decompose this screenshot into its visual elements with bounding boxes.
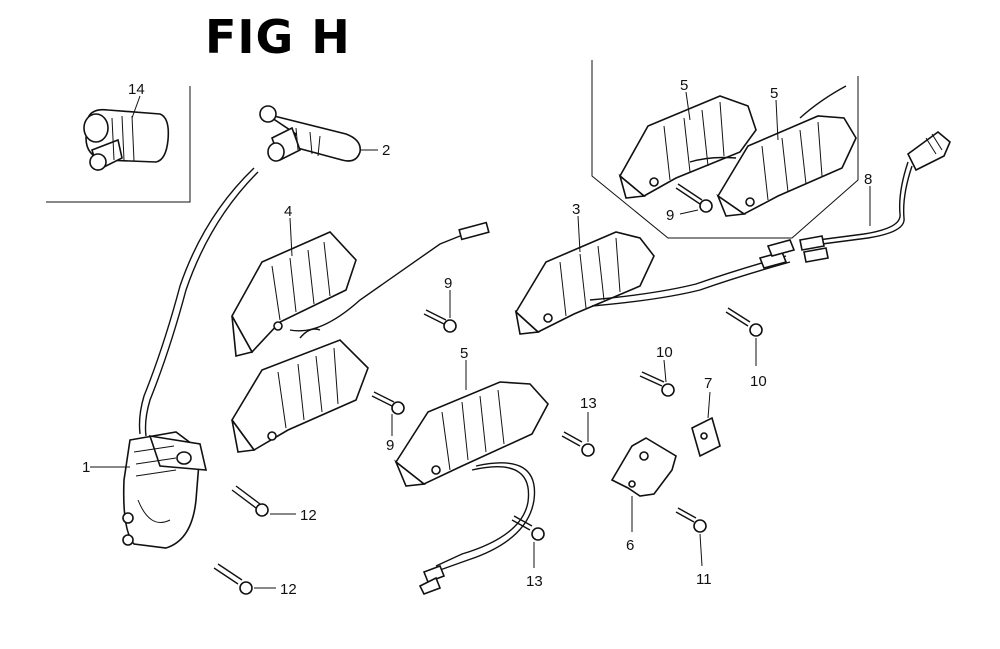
callout-11: 11 (696, 571, 712, 588)
callout-5b: 5 (680, 77, 688, 94)
callout-8: 8 (864, 171, 872, 188)
bolt-10a: 10 (725, 307, 767, 390)
callout-4: 4 (284, 203, 292, 220)
callout-9c: 9 (666, 207, 674, 224)
callout-12a: 12 (300, 507, 317, 524)
callout-2: 2 (382, 142, 390, 159)
callout-13a: 13 (580, 395, 597, 412)
charge-coil-4: 4 (231, 203, 490, 358)
callout-9a: 9 (444, 275, 452, 292)
inset-coil-5b: 5 (618, 77, 757, 199)
callout-3: 3 (572, 201, 580, 218)
callout-9b: 9 (386, 437, 394, 454)
callout-10b: 10 (656, 344, 673, 361)
callout-14: 14 (128, 81, 145, 98)
bolt-9c: 9 (666, 183, 713, 224)
figure-title: FIG H (205, 10, 351, 64)
bolt-13a: 13 (561, 395, 597, 457)
charge-coil-left-lower (231, 328, 369, 453)
callout-13b: 13 (526, 573, 543, 590)
plug-cap-2: 2 (259, 105, 390, 162)
bolt-10b: 10 (639, 344, 675, 397)
coil-3: 3 (514, 201, 796, 335)
callout-6: 6 (626, 537, 634, 554)
bolt-12a: 12 (231, 485, 317, 524)
bolt-13b: 13 (511, 515, 545, 590)
bolt-9b: 9 (371, 391, 405, 454)
callout-7: 7 (704, 375, 712, 392)
exciter-coil-5: 5 (394, 345, 549, 596)
ignition-coil-1: 1 (82, 167, 259, 549)
callout-10a: 10 (750, 373, 767, 390)
bracket-6: 6 (610, 437, 677, 554)
callout-1: 1 (82, 459, 90, 476)
lead-wire-8: 8 (799, 130, 951, 263)
bolt-11: 11 (675, 507, 712, 588)
inset-box-plug-cap: 14 (46, 81, 191, 203)
plug-cap-14 (83, 108, 170, 172)
callout-5c: 5 (770, 85, 778, 102)
bolt-9a: 9 (423, 275, 457, 333)
callout-12b: 12 (280, 581, 297, 598)
bolt-12b: 12 (213, 563, 297, 598)
plate-7: 7 (691, 375, 721, 458)
callout-5a: 5 (460, 345, 468, 362)
inset-coil-5c: 5 (716, 85, 857, 217)
inset-box-coils (591, 60, 859, 239)
